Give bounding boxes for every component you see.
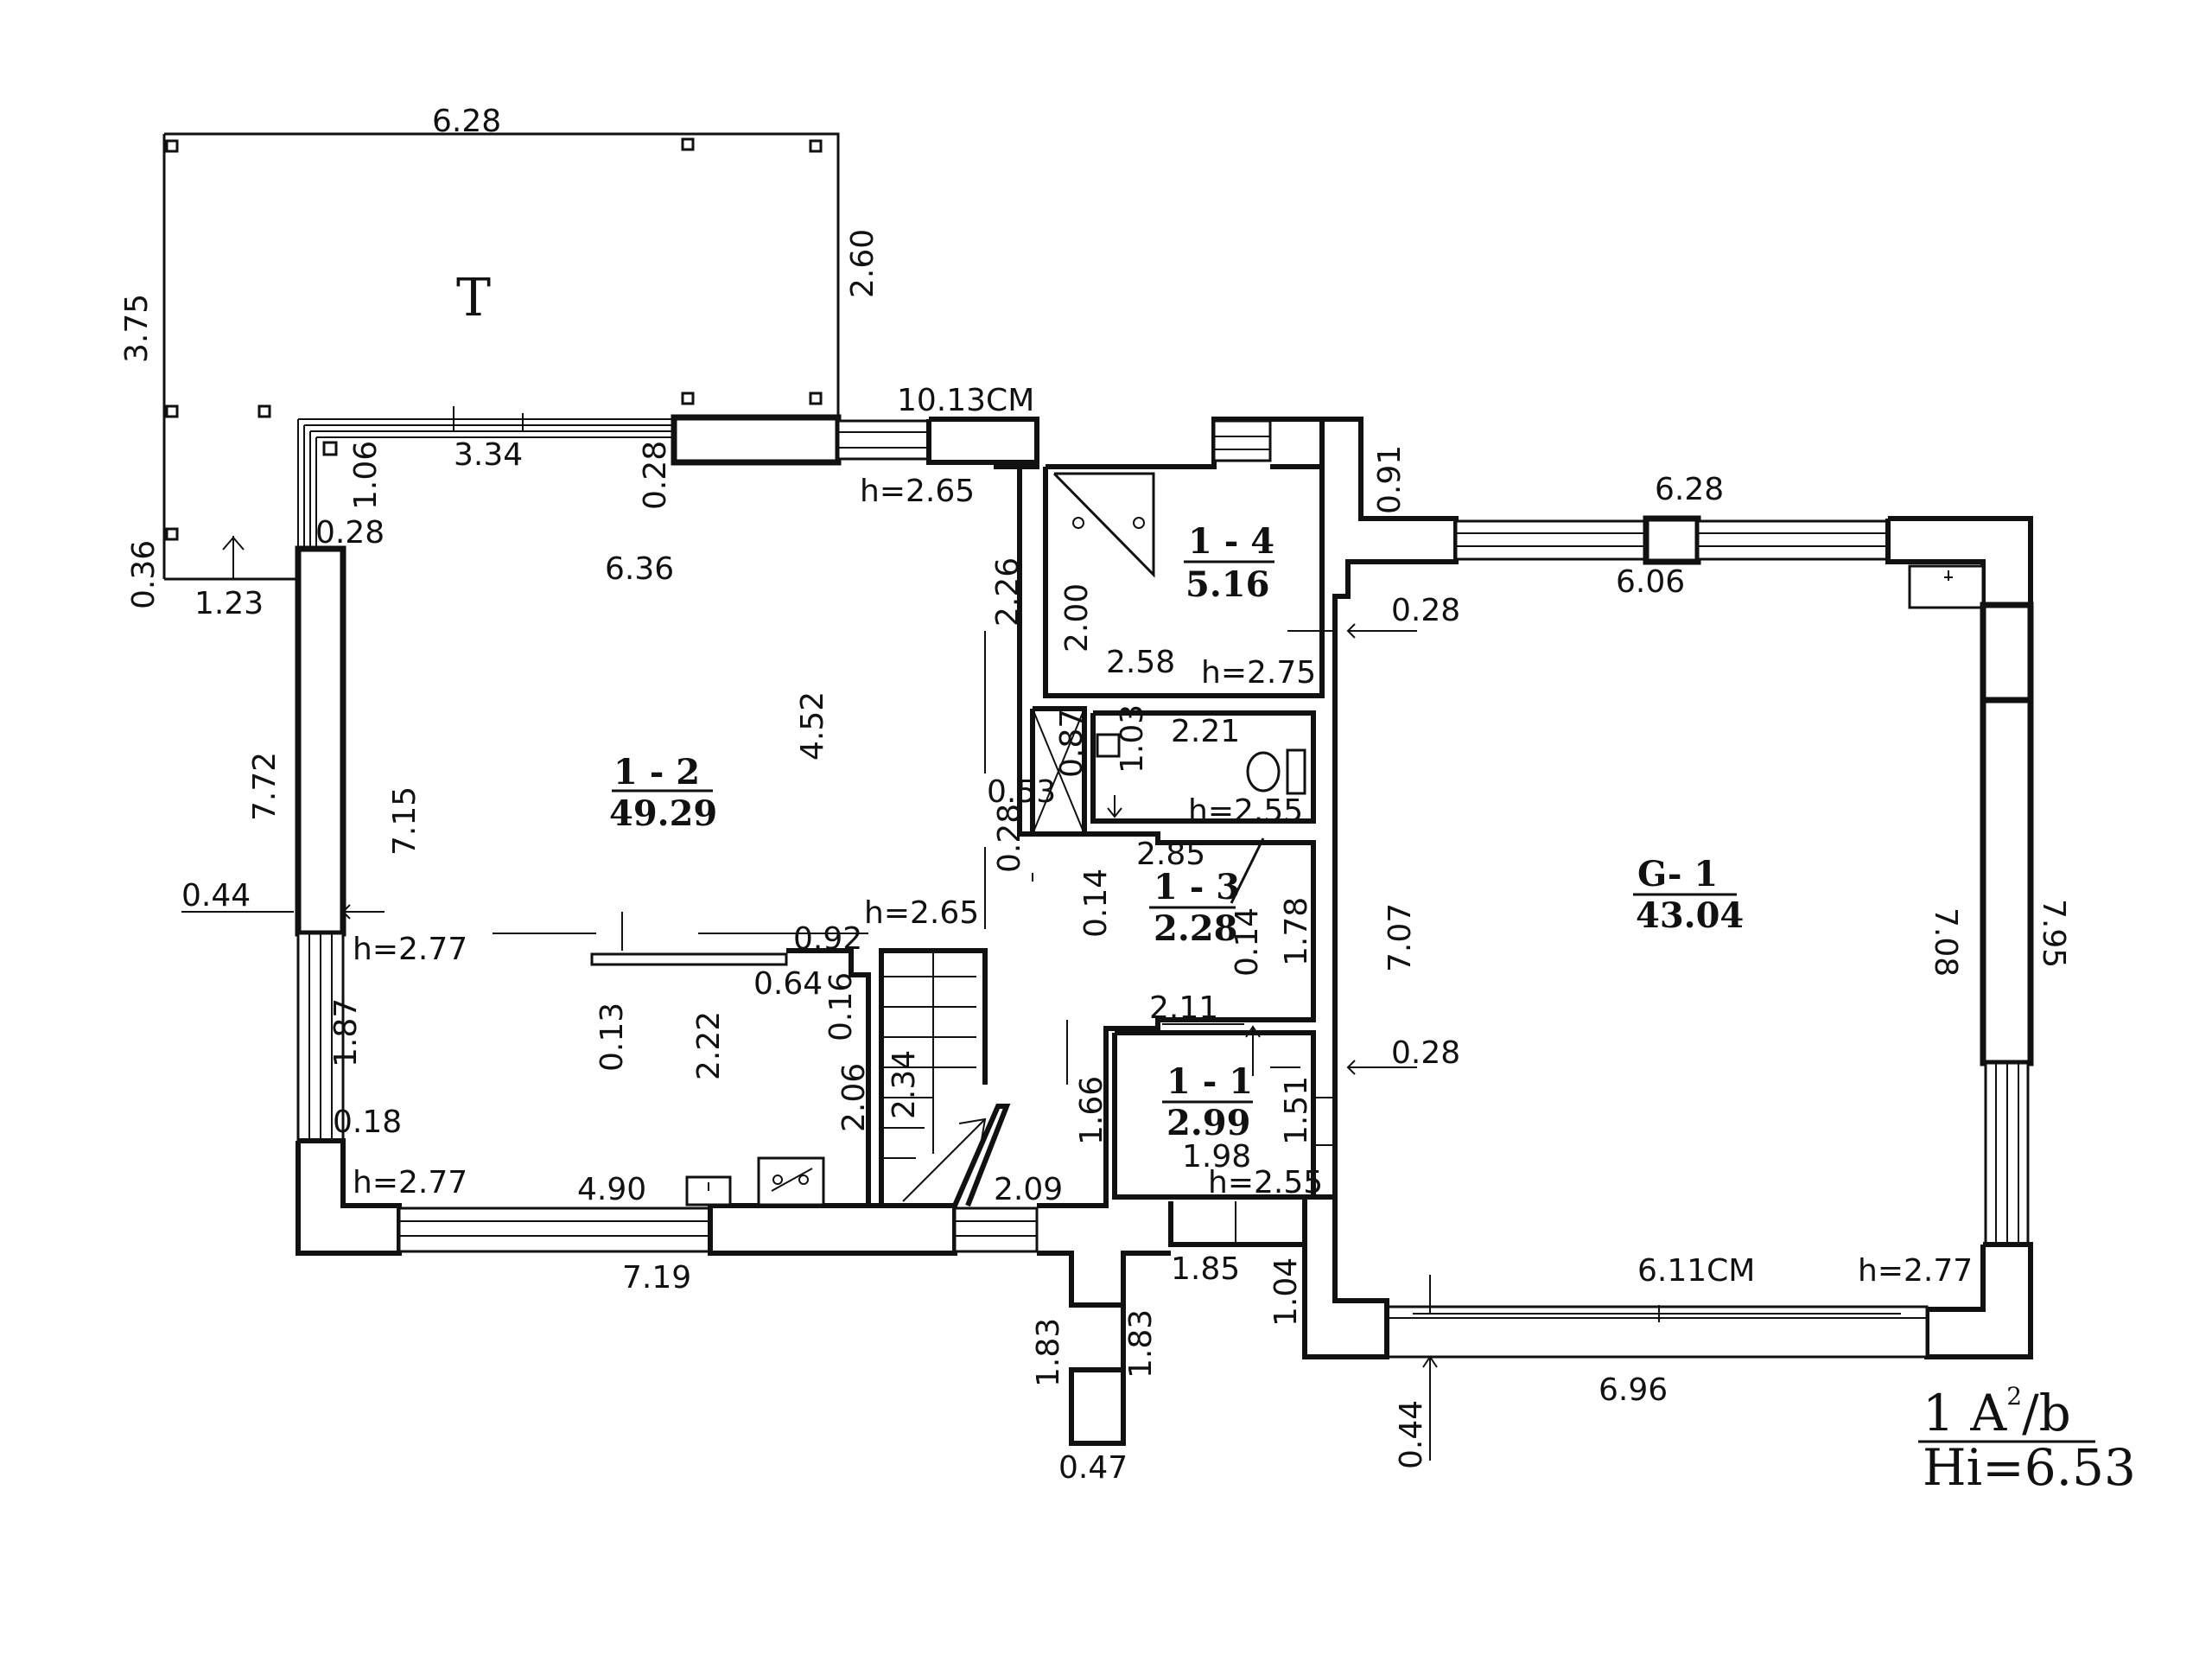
terrace-label: T <box>456 268 491 328</box>
dimension-label: 1.66 <box>1074 1076 1109 1145</box>
dimension-label: 2.60 <box>845 229 880 298</box>
dimension-label: h=2.75 <box>1201 655 1316 691</box>
dimension-label: h=2.77 <box>353 1165 467 1200</box>
dimension-label: 1.23 <box>194 586 264 621</box>
dimension-label: 6.11CM <box>1637 1253 1755 1289</box>
dimension-label: 0.28 <box>1391 593 1460 628</box>
dimension-label: 0.92 <box>793 921 862 957</box>
dimension-label: h=2.77 <box>353 932 467 967</box>
dimension-label: 1.98 <box>1182 1139 1251 1175</box>
terrace <box>162 132 840 581</box>
dimension-label: 0.28 <box>1391 1035 1460 1071</box>
labels: T 1 - 2 49.29 1 - 4 5.16 1 - 3 2.28 1 - … <box>119 104 2136 1497</box>
room-1-3-name: 1 - 3 <box>1154 867 1240 907</box>
dimension-label: 0.13 <box>594 1003 630 1072</box>
dimension-label: 2.00 <box>1059 583 1095 653</box>
garage-walls <box>1302 515 2034 1359</box>
dimension-label: 0.14 <box>1078 869 1114 938</box>
dimension-label: 6.06 <box>1616 564 1685 600</box>
dimension-label: 0.28 <box>315 515 385 551</box>
dimension-label: 7.07 <box>1382 903 1418 972</box>
room-g-1-name: G- 1 <box>1637 854 1718 894</box>
room-1-2-name: 1 - 2 <box>613 752 700 793</box>
dimension-label: 6.96 <box>1599 1372 1668 1408</box>
dimension-label: 7.08 <box>1928 907 1963 977</box>
dimension-label: 1.83 <box>1031 1318 1066 1387</box>
dimension-label: /b <box>2022 1384 2071 1442</box>
dimension-label: h=2.55 <box>1188 793 1303 829</box>
room-1-3-area: 2.28 <box>1154 908 1237 949</box>
room-1-1-name: 1 - 1 <box>1166 1061 1253 1102</box>
dimension-label: 0.18 <box>333 1105 402 1140</box>
dimension-label: 0.47 <box>1058 1450 1128 1486</box>
legend-line2: Hi=6.53 <box>1923 1438 2136 1497</box>
dimension-label: 1.06 <box>348 441 384 510</box>
room-1-1-area: 2.99 <box>1166 1103 1250 1143</box>
dimension-label: 2.21 <box>1171 714 1240 749</box>
kitchen-fixtures <box>685 1156 825 1206</box>
dimension-label: 1 A <box>1923 1384 2007 1442</box>
dimension-label: 0.28 <box>638 441 673 510</box>
dimension-label: 1.04 <box>1268 1257 1304 1327</box>
dimension-label: 1.85 <box>1171 1251 1240 1287</box>
dimension-label: 3.34 <box>454 437 523 473</box>
dimension-label: 4.90 <box>577 1172 646 1207</box>
dimension-label: 7.15 <box>387 786 423 856</box>
dimension-label: 2.34 <box>887 1050 922 1119</box>
dimension-label: 0.64 <box>753 966 823 1002</box>
dimension-label: 4.52 <box>795 691 830 761</box>
dimension-label: 3.75 <box>119 294 155 363</box>
dimension-label: 1.03 <box>1115 704 1150 774</box>
dimension-label: 1.51 <box>1279 1076 1314 1145</box>
core-rooms-walls <box>1030 417 1459 1247</box>
dimension-label: 1.87 <box>328 998 364 1067</box>
room-1-2-area: 49.29 <box>609 793 717 834</box>
dimension-label: 1.78 <box>1279 897 1314 966</box>
dimension-label: h=2.55 <box>1208 1165 1323 1200</box>
dimension-label: 2.85 <box>1136 837 1205 872</box>
legend-line1: 1 A2/b <box>1923 1382 2071 1442</box>
room-1-4-name: 1 - 4 <box>1188 521 1274 562</box>
dimension-label: 0.91 <box>1372 445 1408 514</box>
dimension-label: 10.13CM <box>897 383 1034 418</box>
dimension-label: 2.09 <box>994 1172 1063 1207</box>
dimension-label: 2.58 <box>1106 645 1175 680</box>
dimension-label: 7.95 <box>2036 899 2071 968</box>
dimension-label: 0.14 <box>1230 907 1265 977</box>
dimension-label: 0.44 <box>1394 1400 1429 1469</box>
room-1-4-area: 5.16 <box>1185 564 1269 605</box>
dimension-lines <box>181 406 1438 1461</box>
dimension-label: 6.36 <box>605 551 674 587</box>
dimension-label: 2.26 <box>990 557 1026 627</box>
dimension-label: 7.19 <box>622 1260 691 1296</box>
dimension-label: 0.16 <box>823 972 859 1041</box>
left-wing-walls <box>295 414 1171 1446</box>
dimension-label: h=2.65 <box>864 895 979 931</box>
dimension-label: 2.06 <box>836 1063 872 1132</box>
dimension-label: 0.44 <box>181 878 251 914</box>
dimension-label: h=2.65 <box>860 474 975 509</box>
dimension-label: 1.83 <box>1123 1309 1159 1378</box>
room-g-1-area: 43.04 <box>1636 895 1744 936</box>
dimension-label: 6.28 <box>432 104 501 139</box>
dimension-label: 2 <box>2006 1382 2022 1410</box>
dimension-label: 0.28 <box>992 804 1027 873</box>
dimension-label: h=2.77 <box>1858 1253 1973 1289</box>
dimension-label: 0.53 <box>987 774 1056 810</box>
dimension-label: 6.28 <box>1655 472 1724 507</box>
dimension-label: 2.11 <box>1149 990 1218 1026</box>
dimension-label: 0.36 <box>126 540 162 609</box>
dimension-label: 0.87 <box>1054 709 1090 778</box>
dimension-label: 7.72 <box>247 752 283 821</box>
dimension-label: 2.22 <box>691 1011 727 1080</box>
